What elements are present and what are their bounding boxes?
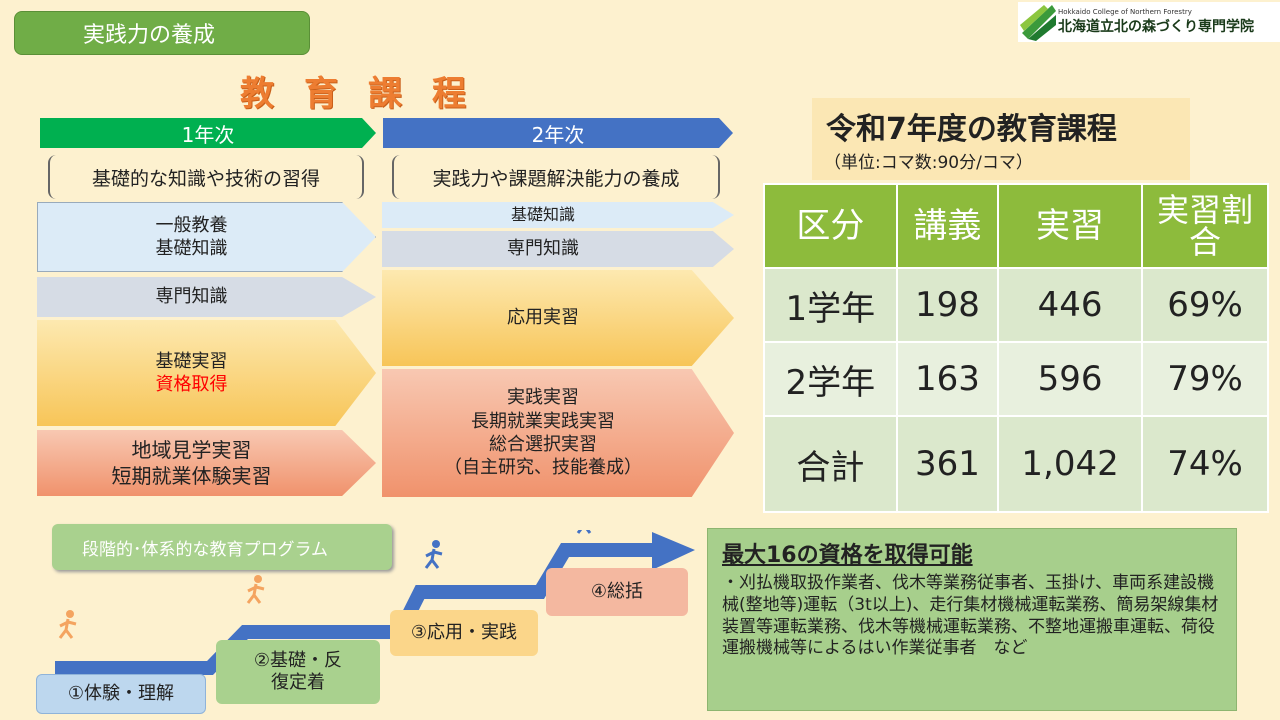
logo: Hokkaido College of Northern Forestry 北海… [1018, 2, 1280, 42]
year1-goal: 基礎的な知識や技術の習得 [48, 155, 364, 199]
y2-block-basic: 基礎知識 [382, 202, 734, 228]
year2-header: 2年次 [383, 118, 733, 148]
table-title-box: 令和7年度の教育課程 （単位:コマ数:90分/コマ） [812, 98, 1190, 180]
year1-header: 1年次 [40, 118, 376, 148]
qualifications-list: ・刈払機取扱作業者、伐木等業務従事者、玉掛け、車両系建設機械(整地等)運転（3t… [722, 573, 1219, 659]
year2-goal: 実践力や課題解決能力の養成 [392, 155, 720, 199]
table-title: 令和7年度の教育課程 [826, 112, 1117, 147]
logo-leaf-icon [1020, 5, 1056, 41]
y2-block-applied: 応用実習 [382, 270, 734, 366]
y2-block-specialized: 専門知識 [382, 231, 734, 267]
runner-icons-blue [424, 530, 592, 569]
logo-en: Hokkaido College of Northern Forestry [1058, 8, 1192, 16]
page-title: 教育課程 [240, 74, 496, 114]
y1-block-field-training: 地域見学実習短期就業体験実習 [37, 430, 376, 496]
section-badge: 実践力の養成 [14, 11, 310, 55]
step-1: ①体験・理解 [36, 674, 206, 714]
step-4: ④総括 [546, 568, 688, 616]
step-3: ③応用・実践 [390, 610, 538, 656]
y1-block-general: 一般教養基礎知識 [37, 202, 376, 272]
step-2: ②基礎・反復定着 [216, 640, 380, 704]
program-label: 段階的･体系的な教育プログラム [52, 524, 392, 570]
table-unit: （単位:コマ数:90分/コマ） [824, 153, 1033, 173]
y1-block-basic-practice: 基礎実習資格取得 [37, 320, 376, 426]
logo-ja: 北海道立北の森づくり専門学院 [1058, 19, 1254, 35]
qualifications-title: 最大16の資格を取得可能 [722, 543, 973, 568]
qualifications-box: 最大16の資格を取得可能 ・刈払機取扱作業者、伐木等業務従事者、玉掛け、車両系建… [707, 528, 1237, 711]
runner-icons [58, 575, 265, 639]
y1-block-specialized: 専門知識 [37, 277, 376, 317]
y2-block-practice: 実践実習長期就業実践実習総合選択実習（自主研究、技能養成） [382, 369, 734, 497]
certification-highlight: 資格取得 [155, 374, 228, 395]
